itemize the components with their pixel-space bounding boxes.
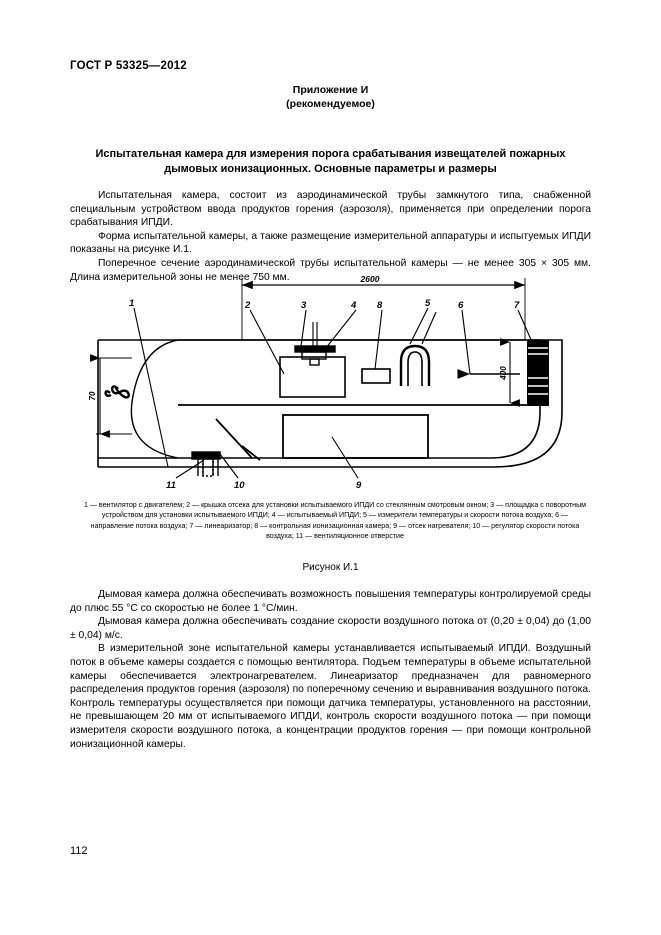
paragraph: В измерительной зоне испытательной камер… [70,643,591,750]
dimension-label-70: 70 [88,391,97,400]
annex-sublabel: (рекомендуемое) [286,98,375,110]
callout-7: 7 [514,300,520,311]
paragraph: Поперечное сечение аэродинамической труб… [70,257,591,283]
callout-4: 4 [350,300,357,311]
linearizer-block [527,340,549,406]
callout-10: 10 [234,480,245,491]
paragraph: Дымовая камера должна обеспечивать возмо… [70,589,591,614]
figure-legend: 1 — вентилятор с двигателем; 2 — крышка … [83,501,587,541]
callout-1: 1 [129,298,134,309]
intro-paragraphs: Испытательная камера, состоит из аэродин… [70,189,591,284]
paragraph: Испытательная камера, состоит из аэродин… [70,190,591,229]
callout-3: 3 [301,300,307,311]
page-number: 112 [70,845,88,857]
dimension-duct-height: 400 [499,338,520,407]
callout-11: 11 [166,480,176,491]
running-head: ГОСТ Р 53325—2012 [70,60,187,72]
paragraph: Форма испытательной камеры, а также разм… [70,230,591,256]
chamber-outline [97,339,563,468]
annex-heading: Приложение И (рекомендуемое) [0,83,661,111]
callout-2: 2 [244,300,251,311]
heater-compartment [282,414,429,459]
callout-8: 8 [377,300,383,311]
figure-test-chamber-drawing: 2600 400 70 [70,262,591,494]
sensor-probes [399,344,431,386]
ionization-chamber-box [361,368,391,384]
ventilation-opening [191,451,221,477]
dimension-label-400: 400 [499,366,508,381]
callout-6: 6 [458,300,464,311]
annex-label: Приложение И [292,84,369,96]
dimension-overall-length: 2600 [241,274,526,340]
body-paragraphs-after: Дымовая камера должна обеспечивать возмо… [70,588,591,751]
callout-numbers: 1 2 3 4 8 5 6 7 9 11 10 [129,298,520,491]
flow-regulator [215,418,261,461]
dimension-left-height: 70 [88,354,132,438]
leader-lines [133,307,533,479]
specimen-compartment [279,356,346,398]
page-title: Испытательная камера для измерения порог… [95,148,566,175]
dimension-label-2600: 2600 [360,274,380,284]
figure-caption: Рисунок И.1 [302,562,359,573]
callout-9: 9 [356,480,362,491]
callout-5: 5 [425,298,431,309]
specimen-mount-plate [294,322,336,366]
paragraph: Дымовая камера должна обеспечивать созда… [70,616,591,641]
fan-symbol [104,385,130,399]
